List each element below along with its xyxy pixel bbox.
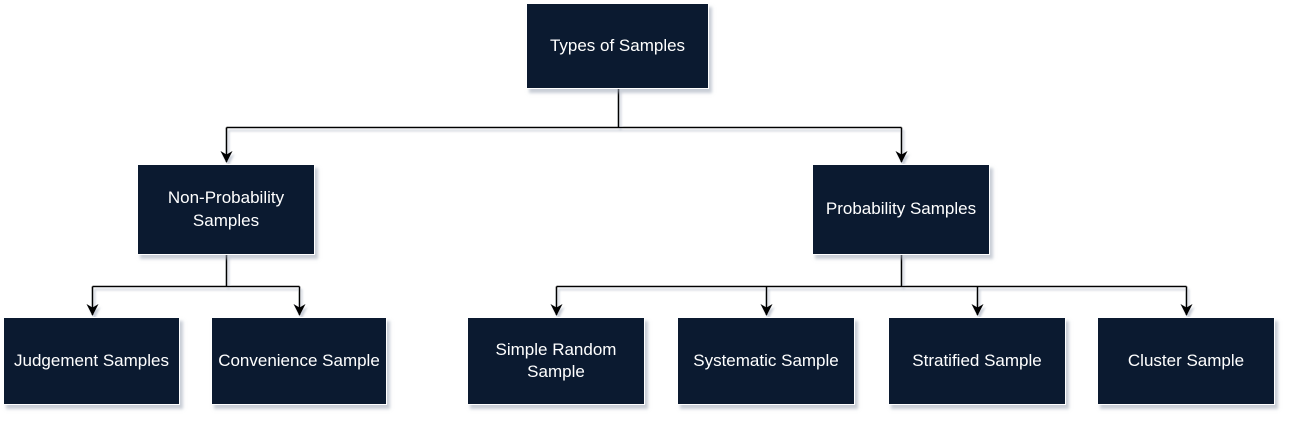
node-label: Probability Samples — [825, 199, 977, 219]
node-label: Cluster Sample — [1127, 350, 1245, 370]
node-systematic-sample: Systematic Sample — [677, 317, 855, 405]
node-types-of-samples: Types of Samples — [526, 3, 709, 89]
node-label: Types of Samples — [549, 35, 686, 55]
edge-trunk-types-of-samples — [226, 89, 902, 129]
edge-trunk-probability-samples — [556, 255, 1187, 288]
node-simple-random-sample: Simple Random Sample — [467, 317, 645, 405]
node-label: Stratified Sample — [912, 350, 1042, 370]
node-judgement-samples: Judgement Samples — [3, 317, 180, 405]
node-label: Simple Random Sample — [495, 339, 617, 381]
node-label: Judgement Samples — [14, 350, 169, 370]
node-non-probability-samples: Non-Probability Samples — [137, 164, 315, 255]
node-label: Systematic Sample — [693, 350, 839, 370]
node-convenience-sample: Convenience Sample — [211, 317, 387, 405]
node-probability-samples: Probability Samples — [812, 164, 990, 255]
node-label: Non-Probability Samples — [167, 188, 285, 230]
node-stratified-sample: Stratified Sample — [888, 317, 1066, 405]
node-cluster-sample: Cluster Sample — [1097, 317, 1275, 405]
edge-trunk-non-probability-samples — [92, 255, 300, 288]
node-label: Convenience Sample — [218, 350, 380, 370]
